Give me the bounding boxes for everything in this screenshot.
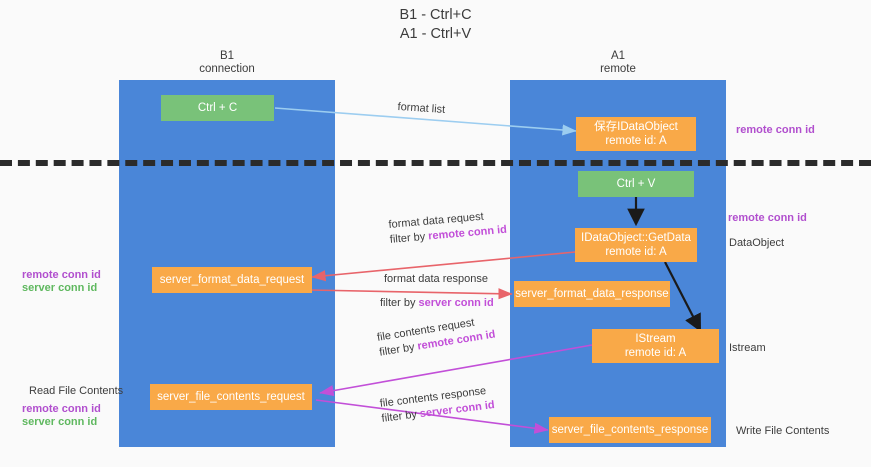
node-getdata[interactable]: IDataObject::GetData remote id: A: [575, 228, 697, 262]
side-label-read-file-contents: Read File Contents: [29, 385, 124, 397]
edge-label-format-data-response: format data response filter by server co…: [380, 272, 494, 311]
edge-label-format-data-response-line2: filter by server conn id: [380, 296, 494, 311]
side-label-left-server-conn-id-2: server conn id: [22, 416, 98, 428]
column-header-a1-sub: remote: [600, 63, 636, 75]
node-server-file-contents-request[interactable]: server_file_contents_request: [150, 384, 312, 410]
filter-by-prefix-1: filter by: [389, 230, 429, 246]
side-label-remote-conn-id-mid: remote conn id: [728, 212, 807, 224]
node-server-format-data-response[interactable]: server_format_data_response: [514, 281, 670, 307]
side-label-istream: Istream: [729, 342, 766, 354]
node-save-idataobject-line1: 保存IDataObject: [594, 121, 678, 133]
node-istream[interactable]: IStream remote id: A: [592, 329, 719, 363]
diagram-title: B1 - Ctrl+C A1 - Ctrl+V: [0, 6, 871, 44]
node-server-file-contents-response-label: server_file_contents_response: [551, 424, 709, 436]
side-label-dataobject: DataObject: [729, 237, 785, 249]
side-label-write-file-contents: Write File Contents: [736, 425, 830, 437]
node-server-format-data-request-label: server_format_data_request: [159, 274, 305, 286]
edge-label-format-data-response-line1: format data response: [384, 273, 488, 285]
edge-label-format-data-request: format data request filter by remote con…: [388, 208, 508, 248]
node-getdata-line2: remote id: A: [605, 246, 667, 258]
column-header-b1-name: B1: [219, 50, 235, 62]
node-server-format-data-response-label: server_format_data_response: [515, 288, 669, 300]
side-label-left-remote-conn-id: remote conn id: [22, 269, 101, 281]
node-server-file-contents-response[interactable]: server_file_contents_response: [549, 417, 711, 443]
side-label-remote-conn-id-top: remote conn id: [736, 124, 815, 136]
column-header-a1-name: A1: [610, 50, 626, 62]
node-save-idataobject[interactable]: 保存IDataObject remote id: A: [576, 117, 696, 151]
node-getdata-line1: IDataObject::GetData: [581, 232, 691, 244]
edge-label-format-list-text: format list: [397, 100, 446, 116]
diagram-title-line2: A1 - Ctrl+V: [399, 26, 472, 42]
node-save-idataobject-line2: remote id: A: [605, 135, 667, 147]
side-label-left-remote-conn-id-2: remote conn id: [22, 403, 101, 415]
node-ctrl-c-label: Ctrl + C: [197, 102, 238, 114]
node-server-format-data-request[interactable]: server_format_data_request: [152, 267, 312, 293]
edge-label-format-list: format list: [397, 100, 446, 118]
filter-by-highlight-2: server conn id: [418, 297, 494, 309]
column-header-a1: A1 remote: [510, 50, 726, 76]
section-separator: [0, 160, 871, 166]
column-header-b1: B1 connection: [119, 50, 335, 76]
node-server-file-contents-request-label: server_file_contents_request: [157, 391, 305, 403]
node-ctrl-v-label: Ctrl + V: [616, 178, 656, 190]
node-istream-line2: remote id: A: [624, 347, 687, 359]
node-istream-line1: IStream: [635, 333, 676, 345]
column-header-b1-sub: connection: [199, 63, 255, 75]
side-label-left-server-conn-id: server conn id: [22, 282, 98, 294]
filter-by-prefix-4: filter by: [380, 408, 421, 425]
node-ctrl-v[interactable]: Ctrl + V: [578, 171, 694, 197]
node-ctrl-c[interactable]: Ctrl + C: [161, 95, 274, 121]
edge-label-file-contents-request: file contents request filter by remote c…: [376, 313, 497, 361]
edge-label-file-contents-response: file contents response filter by server …: [379, 383, 496, 427]
filter-by-prefix-2: filter by: [380, 297, 419, 309]
diagram-title-line1: B1 - Ctrl+C: [399, 7, 472, 23]
